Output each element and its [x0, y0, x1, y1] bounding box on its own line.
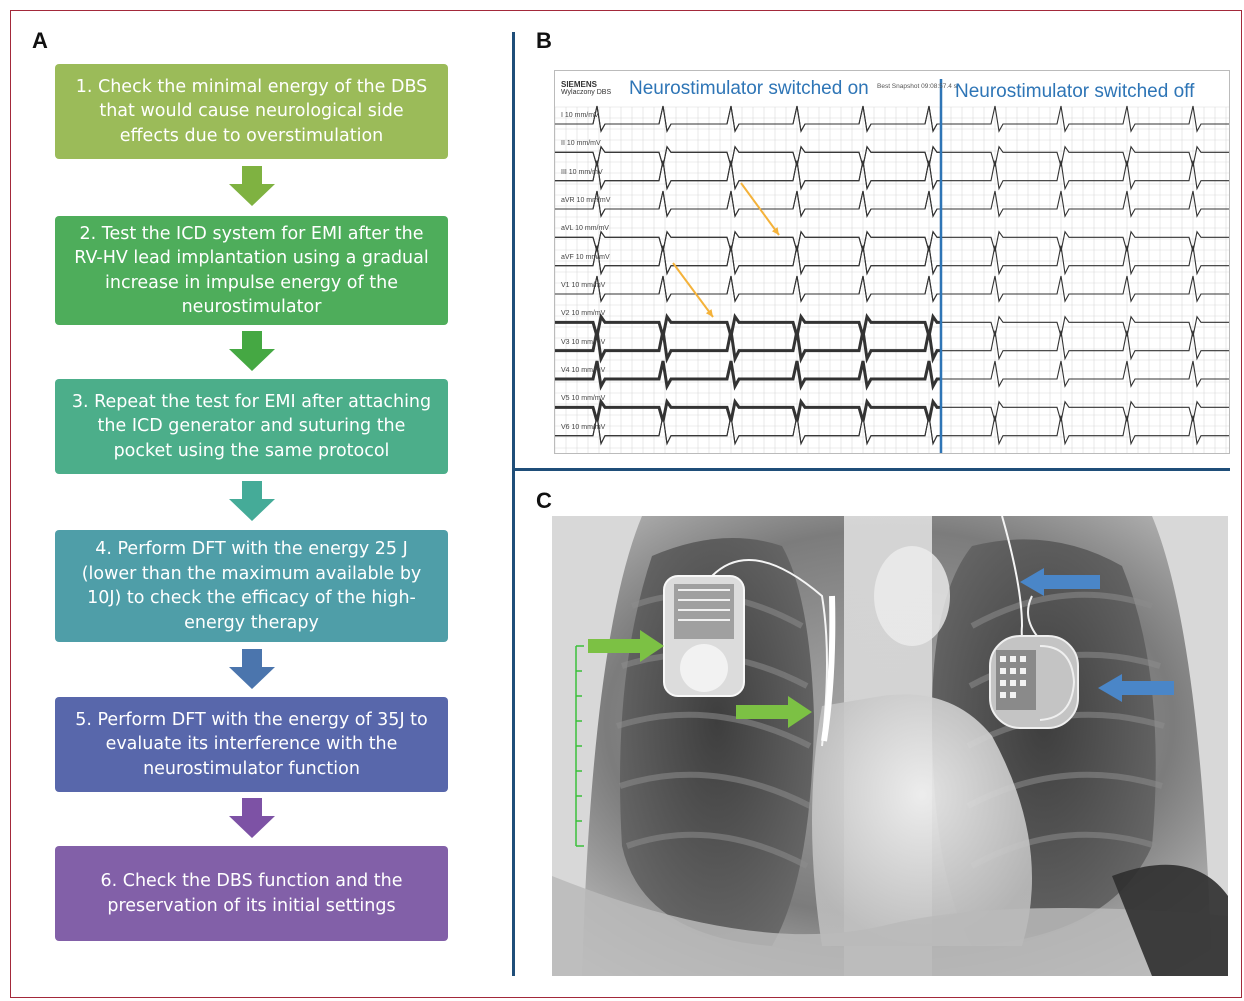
- green-arrow-icon: [736, 696, 812, 728]
- ecg-brand: SIEMENS: [561, 80, 597, 89]
- down-arrow-icon: [229, 798, 275, 838]
- ecg-trace: [555, 402, 1230, 422]
- flow-step-4: 4. Perform DFT with the energy 25 J (low…: [55, 530, 448, 642]
- ecg-trace: [555, 147, 1230, 167]
- down-arrow-icon: [229, 649, 275, 689]
- ecg-tracing: SIEMENS Wylaczony DBS Best Snapshot 09:0…: [554, 70, 1230, 454]
- flow-step-1: 1. Check the minimal energy of the DBS t…: [55, 64, 448, 159]
- ecg-lead-label: V1 10 mm/mV: [561, 282, 605, 289]
- ecg-title-switched-on: Neurostimulator switched on: [629, 78, 869, 100]
- ecg-lead-label: V3 10 mm/mV: [561, 339, 605, 346]
- down-arrow-icon: [229, 481, 275, 521]
- blue-arrow-icon: [1098, 674, 1174, 702]
- ecg-trace: [555, 331, 1230, 359]
- ecg-lead-label: V5 10 mm/mV: [561, 395, 605, 402]
- flow-step-2: 2. Test the ICD system for EMI after the…: [55, 216, 448, 325]
- ecg-lead-label: aVR 10 mm/mV: [561, 197, 610, 204]
- panel-label-a: A: [32, 28, 48, 54]
- ecg-subtitle: Wylaczony DBS: [561, 89, 611, 96]
- ecg-lead-label: V6 10 mm/mV: [561, 424, 605, 431]
- ecg-lead-label: III 10 mm/mV: [561, 169, 603, 176]
- ecg-trace: [555, 232, 1230, 252]
- chest-xray: [552, 516, 1228, 976]
- green-arrow-icon: [588, 630, 664, 662]
- panel-divider-horizontal: [514, 468, 1230, 471]
- flow-step-6: 6. Check the DBS function and the preser…: [55, 846, 448, 941]
- ecg-snapshot-label: Best Snapshot 09:08:57.4 s: [877, 83, 957, 90]
- panel-label-c: C: [536, 488, 552, 514]
- ecg-trace: [555, 106, 1230, 131]
- ecg-lead-label: V4 10 mm/mV: [561, 367, 605, 374]
- ecg-lead-label: I 10 mm/mV: [561, 112, 599, 119]
- xray-image: [552, 516, 1228, 976]
- ecg-trace: [555, 161, 1230, 189]
- ecg-lead-label: aVL 10 mm/mV: [561, 225, 609, 232]
- blue-arrow-icon: [1020, 568, 1100, 596]
- ecg-trace: [555, 361, 1230, 386]
- flow-step-5: 5. Perform DFT with the energy of 35J to…: [55, 697, 448, 792]
- ecg-grid: [555, 71, 1230, 454]
- ecg-trace: [555, 276, 1230, 301]
- flow-step-3: 3. Repeat the test for EMI after attachi…: [55, 379, 448, 474]
- ecg-lead-label: II 10 mm/mV: [561, 140, 601, 147]
- ecg-lead-label: aVF 10 mm/mV: [561, 254, 610, 261]
- panel-divider-vertical: [512, 32, 515, 976]
- ecg-trace: [555, 416, 1230, 444]
- panel-label-b: B: [536, 28, 552, 54]
- down-arrow-icon: [229, 166, 275, 206]
- ecg-trace: [555, 317, 1230, 337]
- down-arrow-icon: [229, 331, 275, 371]
- ecg-title-switched-off: Neurostimulator switched off: [955, 81, 1194, 103]
- ecg-lead-label: V2 10 mm/mV: [561, 310, 605, 317]
